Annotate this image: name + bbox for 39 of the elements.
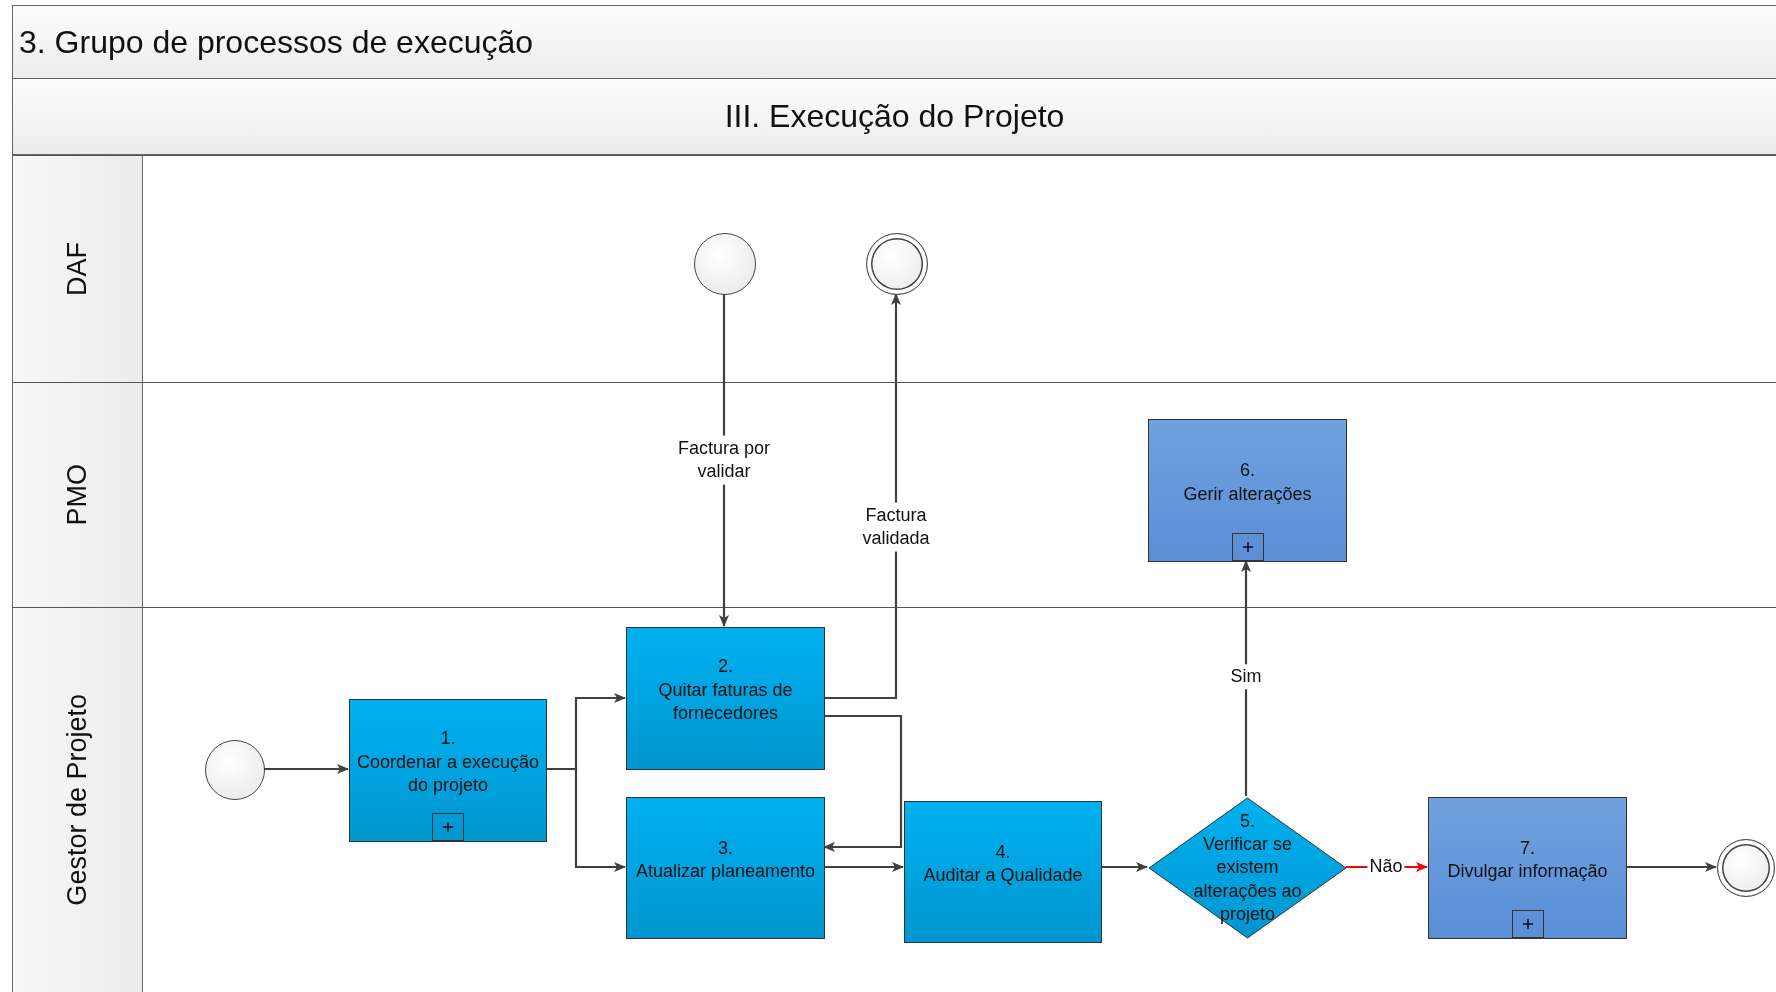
task-box [626,627,825,770]
diagram-title: 3. Grupo de processos de execução [19,23,534,61]
pool-title: III. Execução do Projeto [724,98,1065,135]
task-box [1428,797,1627,939]
step-number: 7. [1520,836,1535,860]
edge-label: Sim [1228,664,1264,690]
task-label: Quitar faturas de fornecedores [657,678,794,726]
pool [12,79,1776,992]
lane-label: DAF [62,242,93,296]
swimlane [13,155,1776,382]
lane-label: PMO [62,464,93,526]
step-number: 4. [995,840,1011,864]
task-box [626,797,825,939]
start-event-circle [205,740,265,800]
swimlane [13,607,1776,992]
step-number: 2. [718,655,733,679]
arrow [823,714,903,852]
task-box [1148,419,1347,562]
arrow [1626,862,1717,872]
step-number: 1. [440,727,456,751]
task-label: Atualizar planeamento [635,860,816,883]
arrow [824,862,904,872]
task-label: Auditar a Qualidade [923,864,1083,887]
arrow [1241,560,1251,796]
task-label: Divulgar informação [1447,860,1608,883]
task-label: Gerir alterações [1183,482,1312,506]
arrow [264,764,349,774]
swimlane [13,382,1776,607]
arrow [1101,862,1148,872]
step-number: 5. [1240,809,1255,833]
task-box [349,699,547,842]
decision-diamond [1148,797,1347,939]
task-label: Verificar se existem alterações ao projeto [1192,832,1303,927]
step-number: 6. [1240,459,1255,483]
task-label: Coordenar a execução do projeto [356,750,540,798]
step-number: 3. [718,836,733,860]
lane-label: Gestor de Projeto [62,694,93,906]
task-box [904,801,1102,943]
arrow [824,293,901,700]
